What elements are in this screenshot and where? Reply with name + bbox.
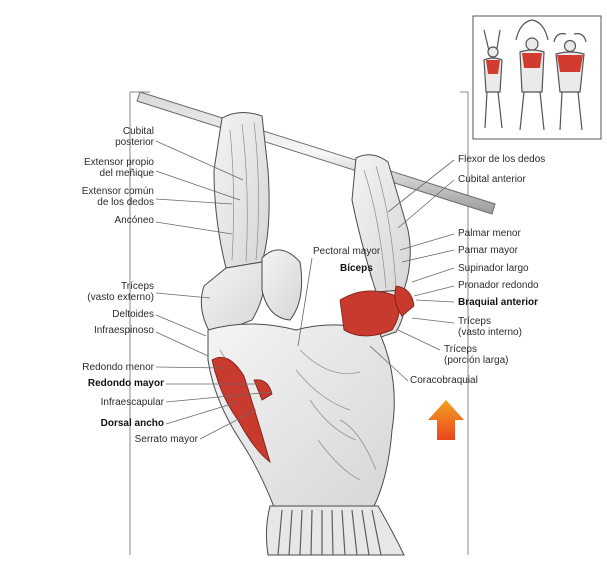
label-triceps-porcion-larga: Tríceps (porción larga) bbox=[444, 344, 509, 366]
arrow-up-icon bbox=[428, 400, 464, 440]
highlighted-muscles bbox=[211, 285, 415, 464]
label-deltoides: Deltoides bbox=[112, 309, 154, 320]
label-dorsal-ancho: Dorsal ancho bbox=[100, 418, 164, 429]
label-extensor-comun: Extensor común de los dedos bbox=[81, 186, 154, 208]
label-infraespinoso: Infraespinoso bbox=[93, 325, 154, 336]
label-anconeo: Ancóneo bbox=[114, 215, 154, 226]
label-serrato-mayor: Serrato mayor bbox=[134, 434, 198, 445]
label-extensor-menique: Extensor propio del meñique bbox=[83, 157, 154, 179]
shorts-stripes bbox=[277, 509, 382, 556]
label-flexor-dedos: Flexor de los dedos bbox=[458, 154, 546, 165]
label-supinador-largo: Supinador largo bbox=[458, 263, 529, 274]
label-cubital-anterior: Cubital anterior bbox=[458, 174, 526, 185]
pullup-phases-thumbnail bbox=[472, 15, 602, 140]
label-pronador-redondo: Pronador redondo bbox=[458, 280, 539, 291]
label-coracobraquial: Coracobraquial bbox=[410, 375, 478, 386]
label-cubital-posterior: Cubital posterior bbox=[115, 126, 154, 148]
label-palmar-menor: Palmar menor bbox=[458, 228, 521, 239]
label-redondo-menor: Redondo menor bbox=[82, 362, 154, 373]
label-pectoral-mayor: Pectoral mayor bbox=[313, 246, 381, 257]
label-triceps-vasto-externo: Tríceps (vasto externo) bbox=[87, 281, 154, 303]
label-redondo-mayor: Redondo mayor bbox=[87, 378, 164, 389]
pullup-bar bbox=[136, 91, 496, 215]
label-braquial-anterior: Braquial anterior bbox=[458, 297, 539, 308]
label-infraescapular: Infraescapular bbox=[100, 397, 164, 408]
label-biceps: Bíceps bbox=[340, 263, 373, 274]
muscle-striations bbox=[219, 121, 397, 481]
label-palmar-mayor: Pamar mayor bbox=[458, 245, 519, 256]
label-triceps-vasto-interno: Tríceps (vasto interno) bbox=[458, 316, 522, 338]
leader-lines bbox=[155, 140, 455, 440]
